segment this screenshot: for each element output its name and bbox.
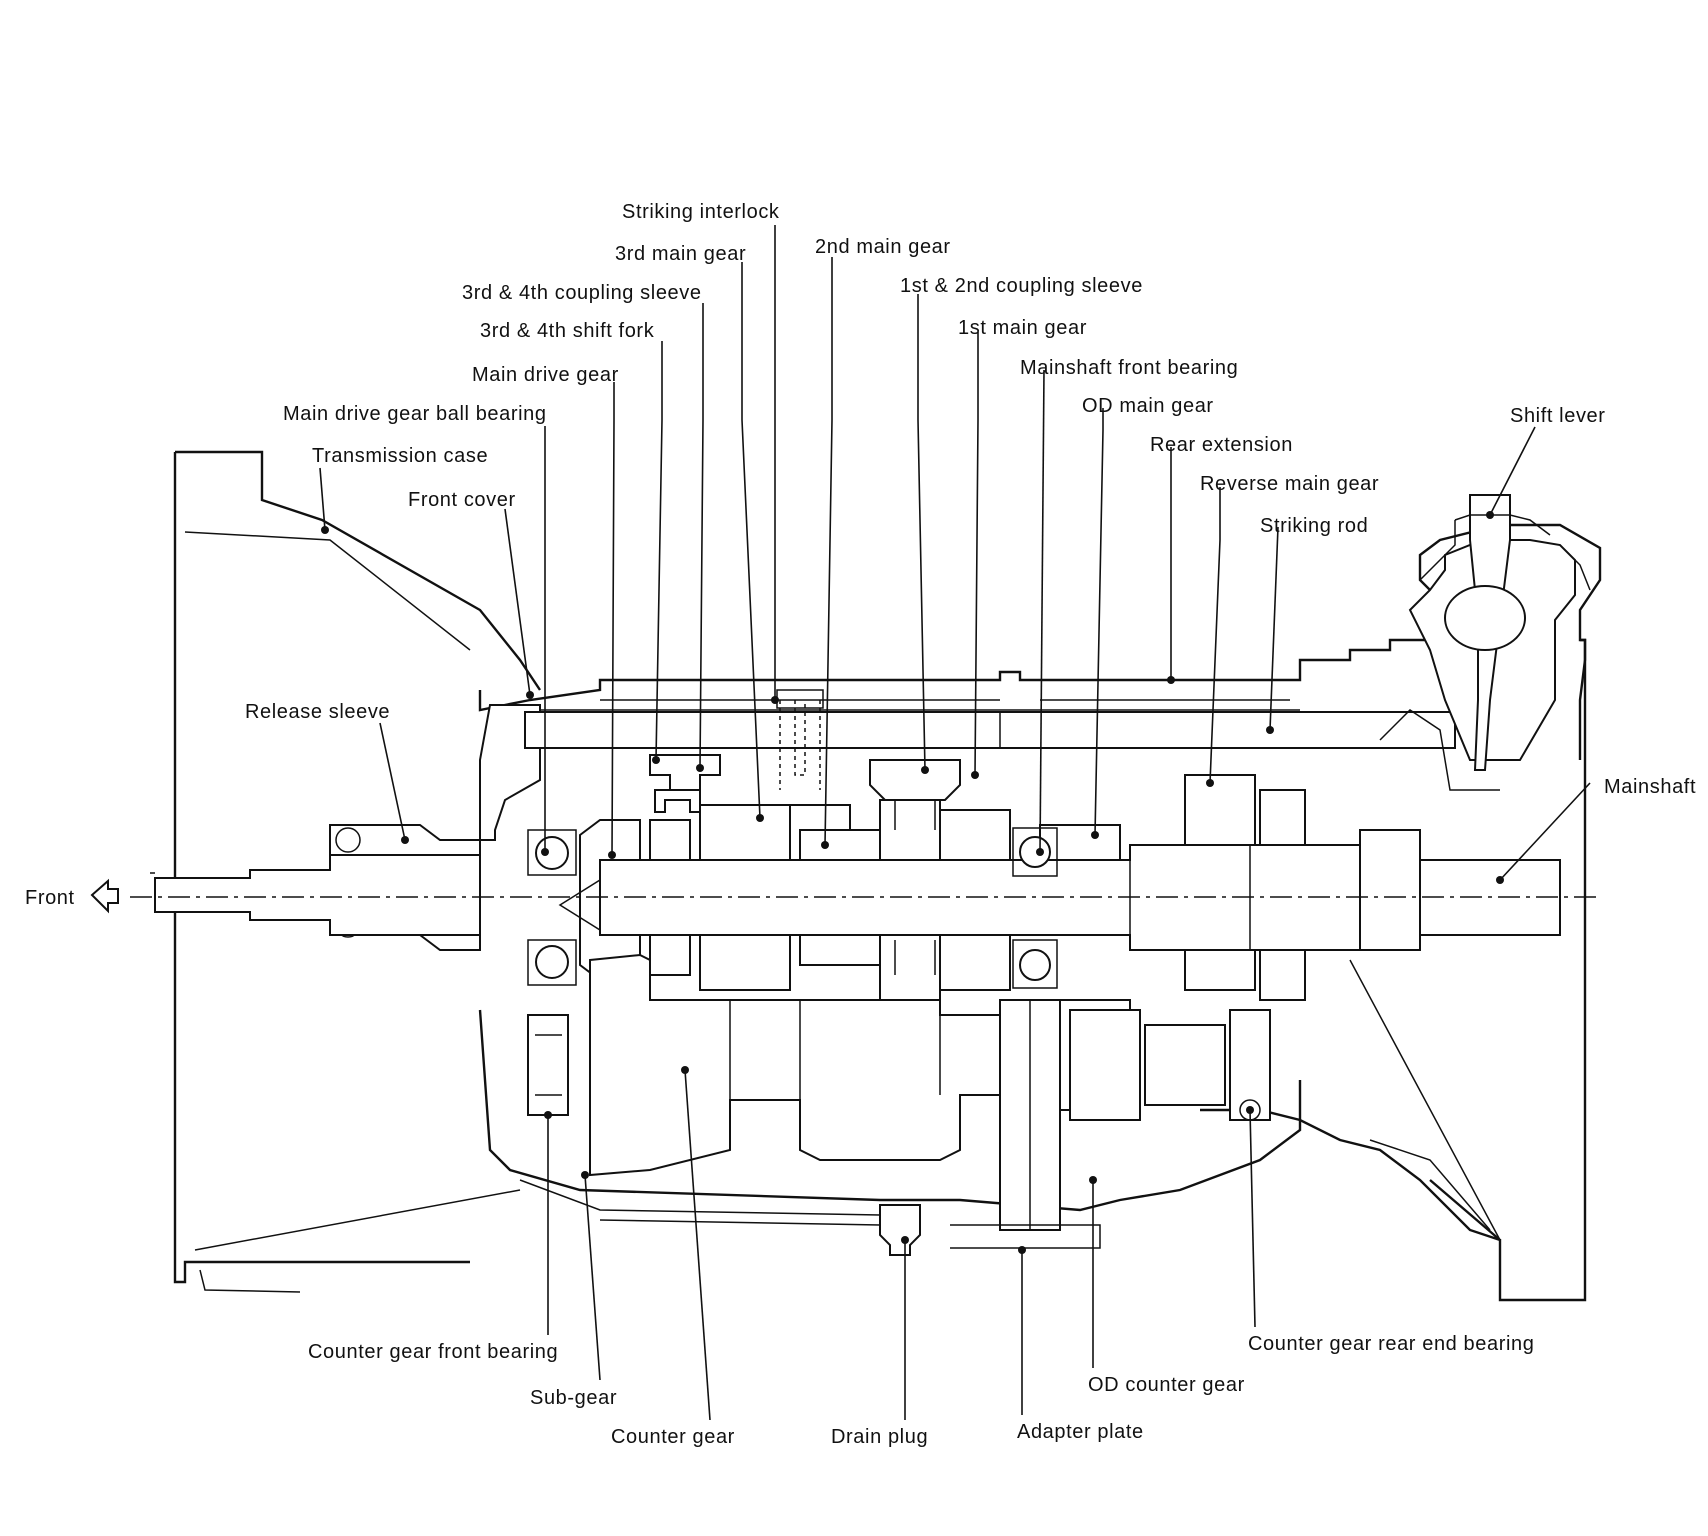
main-drive-gear-ball-bearing-bottom (535, 945, 569, 979)
first-second-coupling-sleeve (869, 759, 961, 801)
counter-gear-front-bearing (527, 1014, 569, 1116)
label-main-drive-gear: Main drive gear (472, 364, 619, 386)
label-front: Front (25, 887, 75, 909)
label-transmission-case: Transmission case (312, 445, 488, 467)
third-fourth-shift-fork (649, 754, 721, 791)
label-rear-extension: Rear extension (1150, 434, 1293, 456)
label-main-drive-gear-ball-bearing: Main drive gear ball bearing (283, 403, 547, 425)
label-counter-gear-front-bearing: Counter gear front bearing (308, 1341, 558, 1363)
part-labels: Striking interlock 3rd main gear 2nd mai… (25, 201, 1696, 1448)
label-od-main-gear: OD main gear (1082, 395, 1214, 417)
fourth-gear-block (699, 804, 791, 861)
label-first-main-gear: 1st main gear (958, 317, 1087, 339)
label-second-main-gear: 2nd main gear (815, 236, 951, 258)
bell-housing (173, 450, 541, 1284)
counter-gear-rear-end-bearing (1229, 1009, 1271, 1121)
rear-extension-outline (1200, 638, 1587, 1302)
label-striking-interlock: Striking interlock (622, 201, 780, 223)
second-main-gear-body (799, 829, 881, 861)
main-drive-gear-ball-bearing-top (535, 836, 569, 870)
label-reverse-main-gear: Reverse main gear (1200, 473, 1379, 495)
label-adapter-plate: Adapter plate (1017, 1421, 1144, 1443)
third-main-gear-upper (649, 819, 691, 861)
label-od-counter-gear: OD counter gear (1088, 1374, 1245, 1396)
label-mainshaft-front-bearing: Mainshaft front bearing (1020, 357, 1238, 379)
label-striking-rod: Striking rod (1260, 515, 1368, 537)
front-arrow-icon (90, 878, 119, 914)
label-shift-lever: Shift lever (1510, 405, 1606, 427)
third-fourth-coupling-sleeve (654, 789, 701, 813)
mainshaft-front-bearing-bottom (1019, 949, 1051, 981)
striking-rod (524, 711, 1456, 749)
label-drain-plug: Drain plug (831, 1426, 928, 1448)
label-mainshaft: Mainshaft (1604, 776, 1696, 798)
label-third-fourth-coupling-sleeve: 3rd & 4th coupling sleeve (462, 282, 702, 304)
drain-plug (879, 1204, 921, 1256)
label-third-main-gear: 3rd main gear (615, 243, 746, 265)
label-first-second-coupling-sleeve: 1st & 2nd coupling sleeve (900, 275, 1143, 297)
first-main-gear-body (939, 809, 1011, 861)
label-third-fourth-shift-fork: 3rd & 4th shift fork (480, 320, 655, 342)
shift-lever-ball (1444, 585, 1526, 651)
label-counter-gear: Counter gear (611, 1426, 735, 1448)
leader-lines (319, 225, 1591, 1421)
first-second-synchro (879, 799, 941, 861)
striking-interlock (776, 689, 824, 709)
rear-bearing-housing (1359, 829, 1421, 951)
od-gear-block (1039, 824, 1121, 861)
reverse-main-gear-body (1184, 774, 1256, 846)
label-release-sleeve: Release sleeve (245, 701, 390, 723)
input-shaft (154, 854, 481, 936)
label-counter-gear-rear-end-bearing: Counter gear rear end bearing (1248, 1333, 1534, 1355)
transmission-drawing (90, 450, 1602, 1302)
label-front-cover: Front cover (408, 489, 516, 511)
label-sub-gear: Sub-gear (530, 1387, 617, 1409)
mainshaft-front-bearing-top (1019, 836, 1051, 868)
od-counter-gear (1069, 1009, 1141, 1121)
